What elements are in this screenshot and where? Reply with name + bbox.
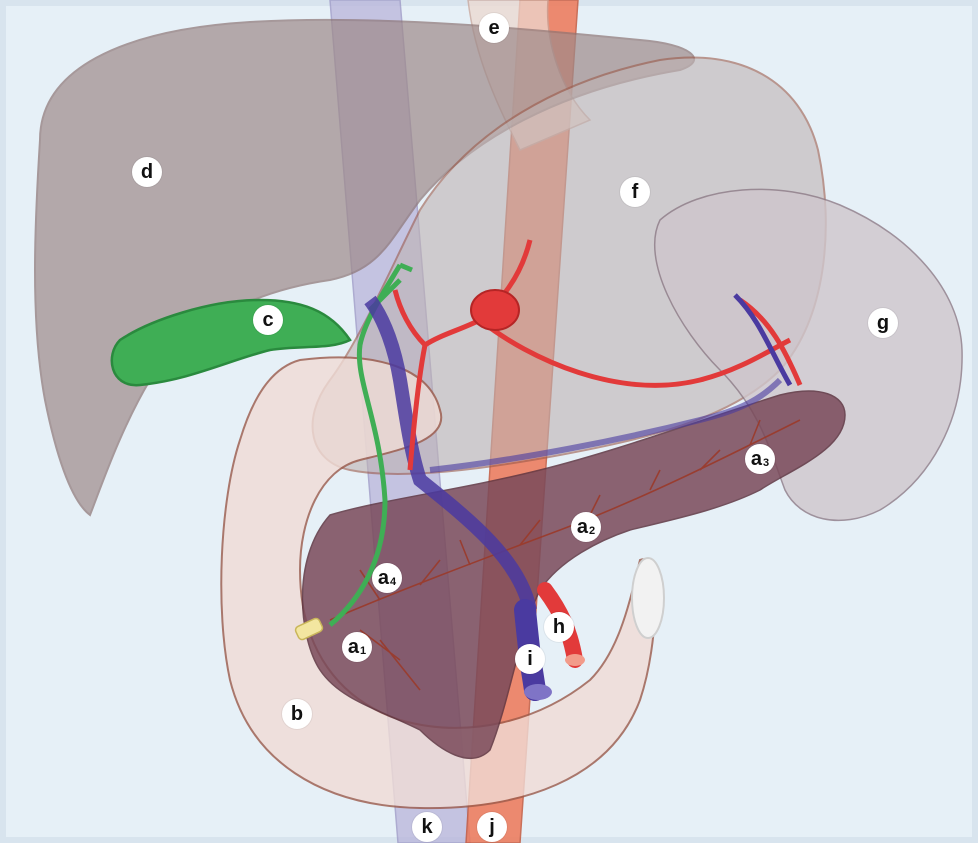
label-e: e xyxy=(479,13,509,43)
label-i: i xyxy=(515,644,545,674)
sma-cut-end xyxy=(565,654,585,666)
label-f: f xyxy=(620,177,650,207)
celiac-trunk xyxy=(471,290,519,330)
label-d: d xyxy=(132,157,162,187)
duodenum-cut-end xyxy=(632,558,664,638)
label-j: j xyxy=(477,812,507,842)
label-a3: a3 xyxy=(745,444,775,474)
label-k: k xyxy=(412,812,442,842)
label-c: c xyxy=(253,305,283,335)
label-h: h xyxy=(544,612,574,642)
smv-cut-end xyxy=(524,684,552,700)
label-b: b xyxy=(282,699,312,729)
label-a1: a1 xyxy=(342,632,372,662)
label-a4: a4 xyxy=(372,563,402,593)
label-g: g xyxy=(868,308,898,338)
label-a2: a2 xyxy=(571,512,601,542)
